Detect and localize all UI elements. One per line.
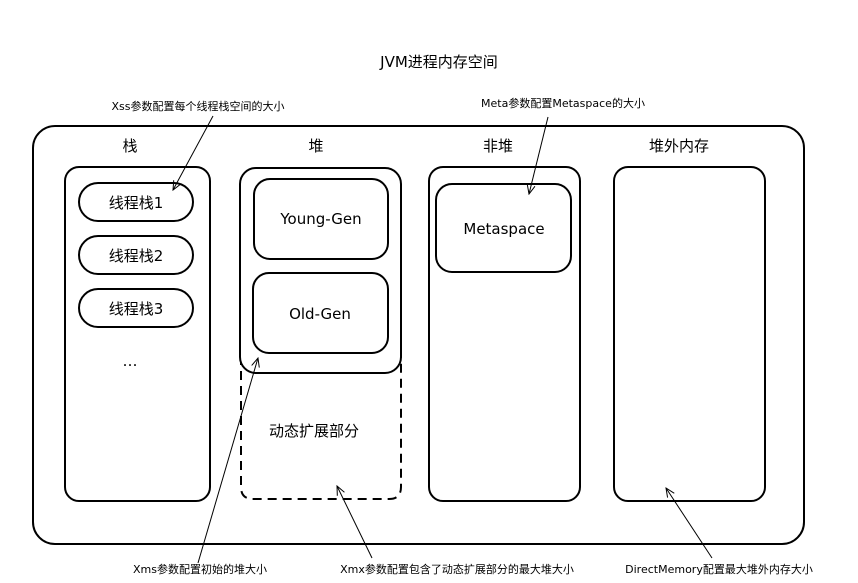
metaspace-label: Metaspace <box>463 220 544 238</box>
direct-memory-annotation: DirectMemory配置最大堆外内存大小 <box>625 562 813 576</box>
thread-stack-box-3 <box>78 288 194 328</box>
xmx-arrow <box>337 486 373 559</box>
xms-arrow <box>197 358 258 564</box>
heap-dynamic-label: 动态扩展部分 <box>269 422 359 440</box>
thread-stack-label-2: 线程栈2 <box>109 247 164 265</box>
heap-header: 堆 <box>308 137 323 155</box>
diagram-title: JVM进程内存空间 <box>379 53 498 71</box>
offheap-header: 堆外内存 <box>649 137 709 155</box>
metaspace-box <box>435 183 572 273</box>
xss-annotation: Xss参数配置每个线程栈空间的大小 <box>112 99 285 113</box>
stack-header: 栈 <box>122 137 137 155</box>
meta-annotation: Meta参数配置Metaspace的大小 <box>481 96 645 110</box>
thread-stack-box-1 <box>78 182 194 222</box>
offheap-area <box>613 166 766 502</box>
thread-stack-label-1: 线程栈1 <box>109 194 164 212</box>
young-gen-label: Young-Gen <box>279 210 361 228</box>
young-gen-box <box>253 178 389 260</box>
nonheap-header: 非堆 <box>483 137 513 155</box>
thread-stack-label-3: 线程栈3 <box>109 300 164 318</box>
heap-dynamic-area <box>240 356 402 500</box>
xmx-annotation: Xmx参数配置包含了动态扩展部分的最大堆大小 <box>340 562 574 576</box>
thread-stack-ellipsis: … <box>123 352 138 370</box>
old-gen-label: Old-Gen <box>289 305 351 323</box>
direct-memory-arrow <box>666 488 713 559</box>
thread-stack-box-2 <box>78 235 194 275</box>
xms-annotation: Xms参数配置初始的堆大小 <box>133 562 267 576</box>
meta-arrow <box>529 116 549 194</box>
jvm-process-container <box>32 125 805 545</box>
old-gen-box <box>252 272 389 354</box>
xss-arrow <box>173 115 214 190</box>
